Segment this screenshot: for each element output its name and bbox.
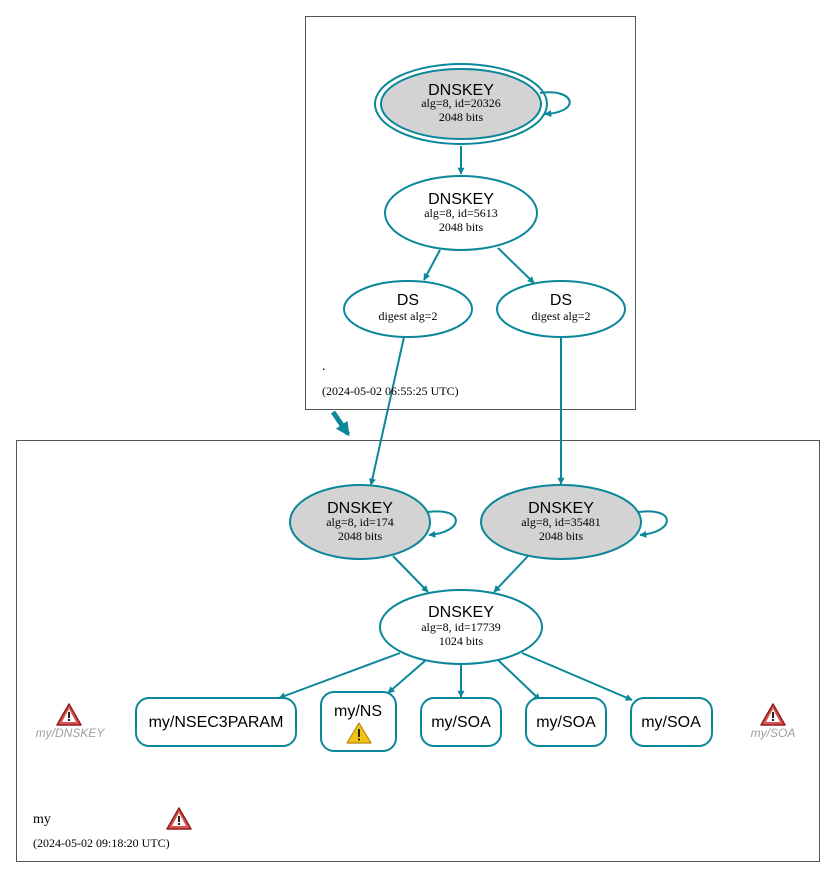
my-zsk-title: DNSKEY bbox=[428, 604, 494, 621]
my-ksk-right-title: DNSKEY bbox=[528, 500, 594, 517]
my-zsk-bits: 1024 bits bbox=[439, 634, 484, 648]
record-soa-1[interactable]: my/SOA bbox=[420, 697, 502, 747]
root-zsk-title: DNSKEY bbox=[428, 191, 494, 208]
edge-root-ksk-self bbox=[539, 91, 571, 118]
root-zone-box bbox=[305, 16, 636, 410]
my-zone-box bbox=[16, 440, 820, 862]
record-ns[interactable]: my/NS bbox=[320, 691, 397, 752]
my-zsk-node[interactable]: DNSKEY alg=8, id=17739 1024 bits bbox=[379, 589, 543, 665]
edge-my-ksk-right-self bbox=[638, 510, 668, 538]
missing-dnskey-node[interactable]: my/DNSKEY bbox=[36, 703, 106, 740]
missing-soa-warning-icon bbox=[760, 703, 786, 726]
root-zsk-node[interactable]: DNSKEY alg=8, id=5613 2048 bits bbox=[384, 175, 538, 251]
edge-my-ksk-left-self bbox=[427, 510, 457, 538]
root-ds-right-digest: digest alg=2 bbox=[531, 309, 590, 323]
my-zone-warning-icon bbox=[166, 807, 192, 830]
root-ds-left-node[interactable]: DS digest alg=2 bbox=[343, 280, 473, 338]
missing-soa-node[interactable]: my/SOA bbox=[751, 703, 796, 740]
my-ksk-right-node[interactable]: DNSKEY alg=8, id=35481 2048 bits bbox=[480, 484, 642, 560]
edge-my-ksk-left-to-zsk bbox=[392, 555, 429, 593]
edge-zsk-to-soa3 bbox=[521, 652, 633, 701]
root-ds-right-node[interactable]: DS digest alg=2 bbox=[496, 280, 626, 338]
record-nsec3param[interactable]: my/NSEC3PARAM bbox=[135, 697, 297, 747]
missing-dnskey-warning-icon bbox=[56, 703, 82, 726]
record-soa-1-label: my/SOA bbox=[431, 714, 491, 731]
root-ksk-title: DNSKEY bbox=[428, 82, 494, 99]
root-ksk-node[interactable]: DNSKEY alg=8, id=20326 2048 bits bbox=[374, 63, 548, 145]
edge-root-zsk-to-ds-right bbox=[497, 247, 535, 284]
root-zsk-bits: 2048 bits bbox=[439, 220, 484, 234]
my-zsk-alg: alg=8, id=17739 bbox=[421, 620, 501, 634]
my-zone-name: my bbox=[33, 812, 51, 827]
my-ksk-left-bits: 2048 bits bbox=[338, 529, 383, 543]
ns-warning-icon bbox=[346, 722, 372, 744]
my-ksk-left-node[interactable]: DNSKEY alg=8, id=174 2048 bits bbox=[289, 484, 431, 560]
missing-soa-label: my/SOA bbox=[751, 726, 796, 740]
root-zsk-alg: alg=8, id=5613 bbox=[424, 206, 498, 220]
my-zone-timestamp: (2024-05-02 09:18:20 UTC) bbox=[33, 836, 170, 850]
record-soa-3[interactable]: my/SOA bbox=[630, 697, 713, 747]
root-ds-right-title: DS bbox=[550, 292, 572, 309]
delegation-arrow bbox=[330, 410, 351, 437]
root-ksk-alg: alg=8, id=20326 bbox=[421, 96, 501, 110]
edge-ds-left-to-my-ksk-left bbox=[368, 336, 405, 486]
record-soa-2-label: my/SOA bbox=[536, 714, 596, 731]
root-zone-timestamp: (2024-05-02 06:55:25 UTC) bbox=[322, 384, 459, 398]
root-ds-left-title: DS bbox=[397, 292, 419, 309]
edge-zsk-to-soa2 bbox=[497, 659, 541, 701]
root-ksk-bits: 2048 bits bbox=[439, 110, 484, 124]
edge-zsk-to-nsec3param bbox=[278, 652, 401, 700]
record-nsec3param-label: my/NSEC3PARAM bbox=[149, 714, 284, 731]
my-ksk-right-bits: 2048 bits bbox=[539, 529, 584, 543]
my-ksk-right-alg: alg=8, id=35481 bbox=[521, 515, 601, 529]
my-ksk-left-alg: alg=8, id=174 bbox=[326, 515, 394, 529]
my-ksk-left-title: DNSKEY bbox=[327, 500, 393, 517]
missing-dnskey-label: my/DNSKEY bbox=[36, 726, 106, 740]
record-soa-2[interactable]: my/SOA bbox=[525, 697, 607, 747]
edge-my-ksk-right-to-zsk bbox=[493, 555, 529, 593]
root-zone-name: . bbox=[322, 359, 326, 374]
root-ds-left-digest: digest alg=2 bbox=[378, 309, 437, 323]
record-ns-label: my/NS bbox=[334, 703, 382, 720]
edge-zsk-to-ns bbox=[387, 659, 427, 694]
record-soa-3-label: my/SOA bbox=[641, 714, 701, 731]
edge-root-zsk-to-ds-left bbox=[423, 249, 441, 281]
